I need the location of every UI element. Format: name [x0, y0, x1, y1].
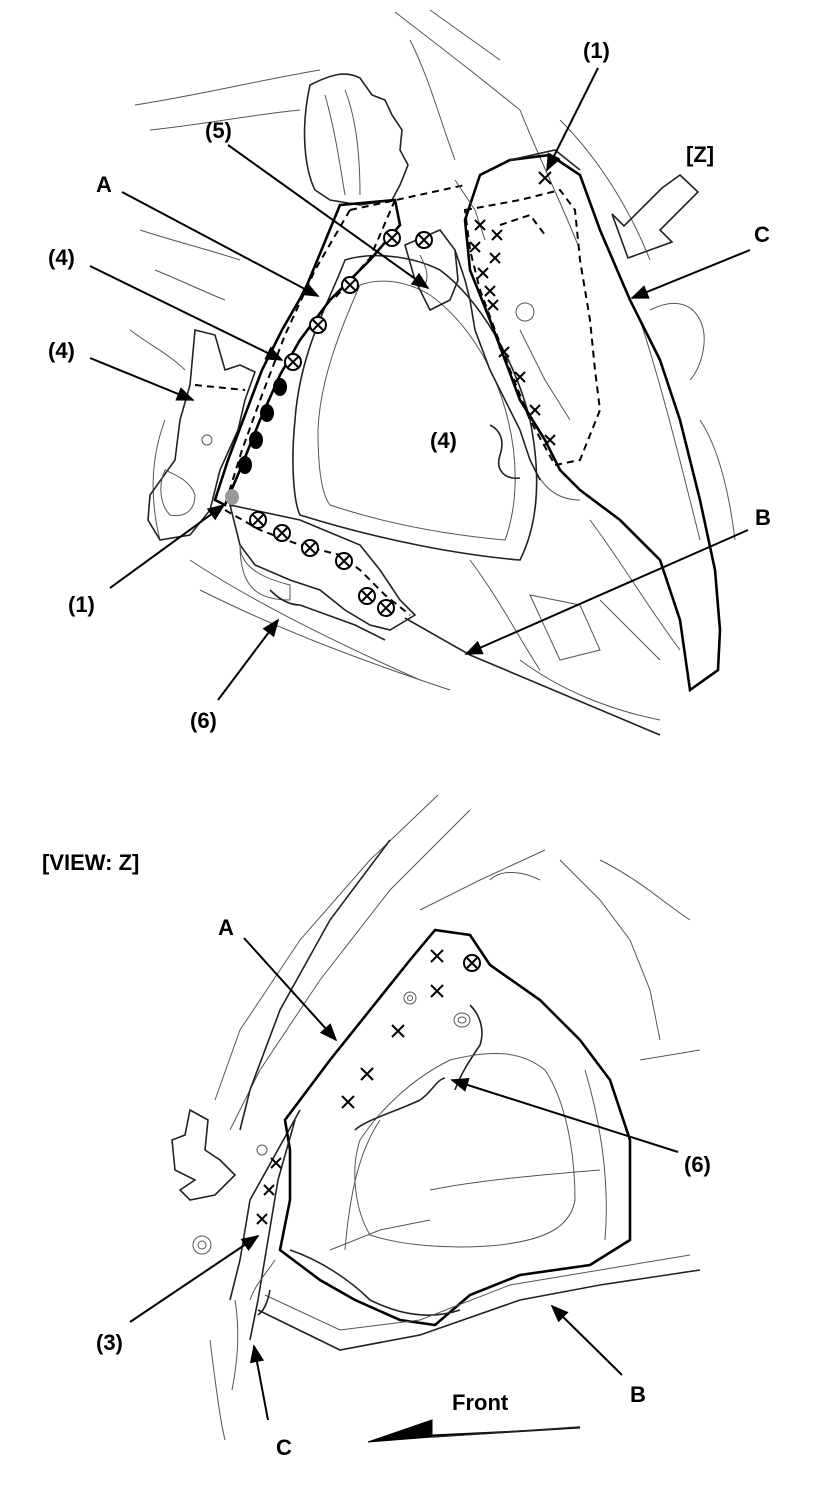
wheelhouse-outline: [292, 254, 538, 561]
part-c-spot-welds: [469, 171, 556, 446]
plug-weld-mark: [284, 353, 302, 371]
spot-weld-x: [544, 434, 556, 446]
leader-viewz-c: [249, 1344, 269, 1421]
spot-weld-x: [538, 171, 552, 185]
lower-left-bracket: [147, 328, 256, 541]
label-view-z: [Z]: [686, 142, 714, 167]
viewz-background-lines: [192, 794, 701, 1441]
leader-c4-a: [89, 265, 284, 361]
leader-viewz-c6: [450, 1078, 679, 1153]
spot-weld-x: [474, 219, 486, 231]
plug-weld-mark: [341, 276, 359, 294]
label-viewz-c6: (6): [684, 1152, 711, 1177]
leader-c4-b: [89, 357, 195, 401]
part-c-dashed-cut: [463, 188, 602, 467]
label-c5: (5): [205, 118, 232, 143]
viewz-opening: [354, 1053, 576, 1248]
spot-weld-x: [529, 404, 541, 416]
spot-weld-x: [341, 1095, 355, 1109]
label-b: B: [755, 505, 771, 530]
label-viewz-c: C: [276, 1435, 292, 1460]
label-viewz-c3: (3): [96, 1330, 123, 1355]
label-c4-c: (4): [430, 428, 457, 453]
part-c-outline: [463, 153, 722, 693]
viewz-part-b: [257, 1269, 701, 1351]
viewz-part-a: [278, 928, 632, 1327]
spot-weld-x: [489, 252, 501, 264]
lower-cross-member: [228, 503, 417, 631]
leader-viewz-b: [550, 1304, 623, 1376]
plug-weld-mark: [301, 539, 319, 557]
leader-viewz-c3: [129, 1234, 260, 1323]
viewz-leader-lines: [129, 937, 679, 1421]
plug-weld-mark: [415, 231, 433, 249]
plug-weld-mark: [335, 552, 353, 570]
solid-spot: [249, 431, 263, 449]
label-viewz-b: B: [630, 1382, 646, 1407]
spot-weld-x: [430, 949, 444, 963]
top-leader-lines: [89, 67, 751, 701]
spot-weld-x: [484, 285, 496, 297]
spot-weld-x: [491, 229, 503, 241]
top-view: (1) [Z] (5) A C (4) (4) (4) B (1) (6): [48, 9, 771, 736]
view-z-arrow: [611, 173, 700, 260]
leader-viewz-a: [243, 937, 338, 1042]
label-c1-bottom: (1): [68, 592, 95, 617]
part-b-line: [404, 617, 661, 736]
spot-weld-x: [256, 1213, 268, 1225]
leader-b: [464, 529, 749, 655]
gray-spot: [225, 489, 239, 505]
plug-weld-mark: [463, 954, 481, 972]
label-viewz-front: Front: [452, 1390, 509, 1415]
plug-weld-mark: [273, 524, 291, 542]
spot-weld-x: [514, 371, 526, 383]
spot-weld-x: [360, 1067, 374, 1081]
spot-weld-x: [263, 1184, 275, 1196]
label-viewz-a: A: [218, 915, 234, 940]
part-a-plug-welds: [284, 229, 401, 371]
viewz-left-bracket: [171, 1108, 237, 1201]
label-a: A: [96, 172, 112, 197]
plug-weld-mark: [377, 599, 395, 617]
solid-spot: [260, 404, 274, 422]
plug-weld-mark: [358, 587, 376, 605]
spot-weld-x: [487, 299, 499, 311]
viewz-spot-welds: [256, 949, 444, 1225]
label-c4-a: (4): [48, 245, 75, 270]
label-c6: (6): [190, 708, 217, 733]
spot-weld-x: [477, 267, 489, 279]
cross-member-plug-welds: [249, 231, 433, 617]
leader-c6: [217, 618, 280, 701]
part-a-dashed-cut: [349, 184, 466, 211]
leader-a: [121, 191, 320, 297]
front-direction-arrow: [367, 1419, 581, 1443]
plug-weld-mark: [309, 316, 327, 334]
upper-cut-panel: [303, 73, 409, 206]
solid-spot-marks: [225, 378, 287, 505]
solid-spot: [273, 378, 287, 396]
view-z-title: [VIEW: Z]: [42, 850, 139, 875]
label-c: C: [754, 222, 770, 247]
leader-c1-top: [546, 67, 599, 172]
spot-weld-x: [469, 241, 481, 253]
top-background-lines: [129, 9, 736, 721]
plug-weld-mark: [383, 229, 401, 247]
label-c1-top: (1): [583, 38, 610, 63]
solid-spot: [238, 456, 252, 474]
leader-c1-bottom: [109, 503, 226, 589]
spot-weld-x: [430, 984, 444, 998]
leader-c: [630, 249, 751, 299]
viewz-part-c: [249, 1119, 296, 1341]
leader-c5: [227, 144, 430, 290]
plug-weld-mark: [249, 511, 267, 529]
view-z: [VIEW: Z]: [42, 794, 711, 1460]
spot-weld-x: [391, 1024, 405, 1038]
spot-weld-x: [270, 1157, 282, 1169]
label-c4-b: (4): [48, 338, 75, 363]
spot-weld-x: [498, 346, 510, 358]
